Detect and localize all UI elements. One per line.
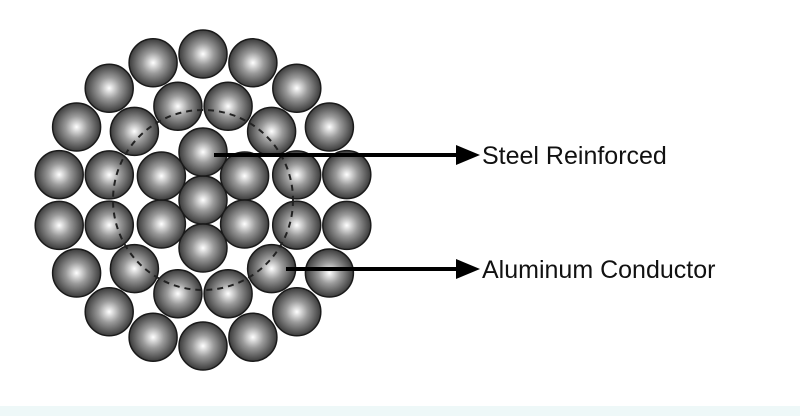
aluminum-strand xyxy=(272,287,322,337)
aluminum-arrow-head xyxy=(456,259,480,279)
aluminum-strand xyxy=(203,268,253,319)
aluminum-strand xyxy=(271,200,322,250)
steel-reinforced-callout: Steel Reinforced xyxy=(214,142,667,170)
aluminum-strand xyxy=(228,38,278,88)
aluminum-strand xyxy=(322,149,372,200)
aluminum-strand xyxy=(34,200,84,251)
aluminum-strand xyxy=(109,243,160,294)
steel-strand xyxy=(136,199,187,249)
aluminum-strand xyxy=(178,29,228,79)
aluminum-strand xyxy=(272,63,322,113)
bottom-strip xyxy=(0,406,800,416)
steel-strand xyxy=(178,127,228,177)
aluminum-conductor-callout: Aluminum Conductor xyxy=(286,256,715,284)
aluminum-strand xyxy=(34,149,84,200)
steel-reinforced-label: Steel Reinforced xyxy=(482,142,667,170)
aluminum-strand xyxy=(203,81,253,132)
aluminum-strand xyxy=(304,248,355,298)
aluminum-strand xyxy=(84,200,135,250)
acsr-cable-cross-section-diagram: Steel Reinforced Aluminum Conductor xyxy=(34,29,715,371)
aluminum-strand xyxy=(84,150,135,200)
steel-strand xyxy=(136,151,187,201)
steel-strand xyxy=(219,151,270,201)
aluminum-strand xyxy=(304,102,355,152)
aluminum-strand xyxy=(84,287,134,337)
aluminum-strand xyxy=(228,312,278,362)
aluminum-strand xyxy=(178,321,228,371)
aluminum-strand xyxy=(51,102,102,152)
aluminum-strand xyxy=(128,38,178,88)
steel-strand xyxy=(178,175,228,225)
aluminum-strand xyxy=(246,106,297,157)
steel-arrow-head xyxy=(456,145,480,165)
steel-strand xyxy=(219,199,270,249)
aluminum-strand xyxy=(51,248,102,298)
aluminum-conductor-label: Aluminum Conductor xyxy=(482,256,715,284)
steel-strand xyxy=(178,223,228,273)
aluminum-strand xyxy=(84,63,134,113)
aluminum-strand xyxy=(271,150,322,200)
aluminum-strand xyxy=(153,268,203,319)
aluminum-strand xyxy=(322,200,372,251)
aluminum-strand xyxy=(153,81,203,132)
aluminum-strand xyxy=(128,312,178,362)
aluminum-strand xyxy=(109,106,160,157)
strand-group xyxy=(34,29,372,371)
steel-core-boundary xyxy=(112,109,294,291)
